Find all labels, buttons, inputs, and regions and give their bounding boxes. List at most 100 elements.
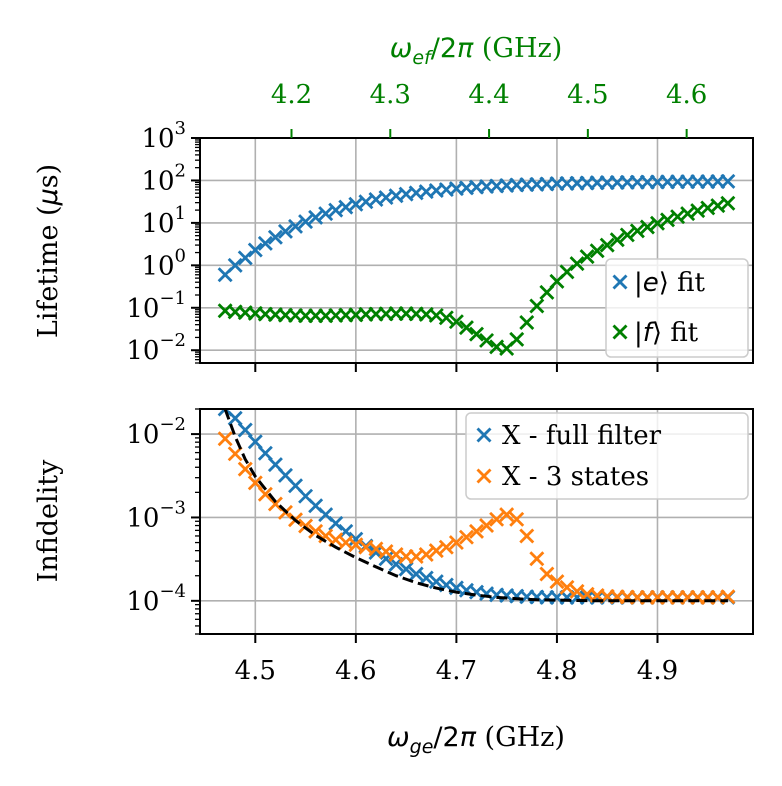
bottom-marks — [217, 409, 736, 605]
point-f-fit — [599, 237, 615, 253]
point-x-3-states — [529, 551, 545, 567]
ghz-unit-top: (GHz) — [473, 33, 562, 64]
two-pi-ge: /2 — [433, 722, 459, 753]
point-f-fit — [649, 215, 665, 231]
point-f-fit — [519, 315, 535, 330]
point-f-fit — [609, 232, 625, 248]
point-x-full-filter — [237, 422, 253, 438]
top-y-axis-label-text: Lifetime ( — [33, 205, 64, 338]
point-x-3-states — [448, 535, 464, 551]
x-tick-label: 4.7 — [436, 656, 477, 686]
point-x-3-states — [499, 507, 515, 523]
ghz-unit-bottom: (GHz) — [476, 722, 565, 753]
point-f-fit — [589, 243, 605, 259]
bottom-legend-box — [465, 412, 749, 500]
point-x-full-filter — [428, 574, 444, 590]
point-e-fit — [257, 235, 273, 251]
point-f-fit — [680, 206, 696, 222]
legend-marker-full-filter — [476, 427, 492, 443]
point-f-fit — [720, 195, 736, 211]
point-e-fit — [318, 206, 334, 222]
bottom-y-axis: 10−410−310−2 — [126, 408, 200, 635]
point-x-3-states — [539, 566, 555, 582]
y-tick-label: 10−2 — [126, 414, 186, 450]
point-x-3-states — [458, 529, 474, 545]
point-x-3-states — [549, 574, 565, 590]
top-secondary-tick-label: 4.4 — [468, 80, 509, 110]
top-marks — [217, 173, 736, 356]
x-tick-label: 4.5 — [235, 656, 276, 686]
point-x-3-states — [479, 518, 495, 534]
legend-label-f: |f⟩ fit — [634, 318, 699, 348]
point-e-fit — [328, 202, 344, 218]
point-f-fit — [529, 298, 545, 314]
point-x-full-filter — [418, 570, 434, 586]
point-e-fit — [267, 229, 283, 245]
x-tick-label: 4.8 — [536, 656, 577, 686]
legend-label-3-states: X - 3 states — [502, 462, 649, 492]
omega-ge: ωge — [387, 722, 433, 758]
legend-label-e: |e⟩ fit — [634, 268, 706, 298]
y-tick-label: 100 — [141, 245, 186, 281]
mu-symbol: μ — [33, 188, 64, 206]
top-legend-box — [605, 258, 749, 358]
point-x-3-states — [489, 511, 505, 527]
point-e-fit — [298, 214, 314, 230]
bottom-legend: X - full filter X - 3 states — [465, 412, 749, 500]
point-f-fit — [509, 331, 525, 347]
point-x-full-filter — [408, 566, 424, 582]
point-x-3-states — [559, 579, 575, 595]
pi-ge: π — [460, 722, 477, 753]
top-bottom-ticks — [254, 363, 659, 372]
point-f-fit — [479, 332, 495, 348]
legend-x-e — [612, 274, 628, 290]
asymptote-dashed-line — [223, 409, 728, 603]
point-e-fit — [308, 209, 324, 225]
top-y-axis-label: Lifetime (μs) — [33, 164, 64, 338]
point-x-3-states — [418, 546, 434, 562]
point-x-3-states — [469, 523, 484, 539]
point-x-full-filter — [398, 561, 414, 577]
point-x-3-states — [519, 528, 535, 544]
point-f-fit — [579, 249, 595, 265]
point-f-fit — [569, 256, 585, 272]
y-tick-label: 10−3 — [126, 497, 186, 533]
point-f-fit — [458, 320, 474, 336]
bottom-y-axis-label: Infidelity — [33, 459, 64, 582]
point-f-fit — [670, 209, 686, 225]
top-secondary-tick-label: 4.3 — [370, 80, 411, 110]
x-tick-label: 4.9 — [637, 656, 678, 686]
top-secondary-tick-label: 4.6 — [666, 80, 707, 110]
point-e-fit — [720, 173, 736, 189]
y-tick-label: 101 — [141, 203, 186, 239]
point-x-3-states — [428, 543, 444, 559]
point-f-fit — [438, 310, 454, 326]
point-x-3-states — [217, 431, 233, 447]
point-f-fit — [639, 219, 655, 235]
legend-x-3-states — [476, 468, 492, 484]
point-f-fit — [629, 223, 645, 239]
point-x-3-states — [237, 461, 253, 477]
legend-x-full-filter — [476, 427, 492, 443]
top-secondary-axis: 4.2 4.3 4.4 4.5 4.6 — [271, 80, 707, 138]
top-legend: |e⟩ fit |f⟩ fit — [605, 258, 749, 358]
top-secondary-tick-label: 4.2 — [271, 80, 312, 110]
point-x-full-filter — [227, 410, 243, 426]
y-tick-label: 102 — [141, 160, 186, 196]
top-axes-frame — [199, 137, 754, 364]
legend-label-full-filter: X - full filter — [502, 421, 662, 451]
point-e-fit — [277, 223, 293, 239]
point-f-fit — [619, 227, 635, 243]
top-y-axis-label-unit: s) — [33, 164, 64, 188]
top-secondary-tick-label: 4.5 — [567, 80, 608, 110]
y-tick-label: 103 — [141, 118, 186, 154]
legend-marker-e — [612, 274, 628, 290]
y-tick-label: 10−1 — [126, 288, 186, 324]
point-e-fit — [237, 250, 253, 266]
legend-x-f — [612, 324, 628, 340]
bottom-x-axis-label: ωge/2π (GHz) — [387, 722, 565, 758]
